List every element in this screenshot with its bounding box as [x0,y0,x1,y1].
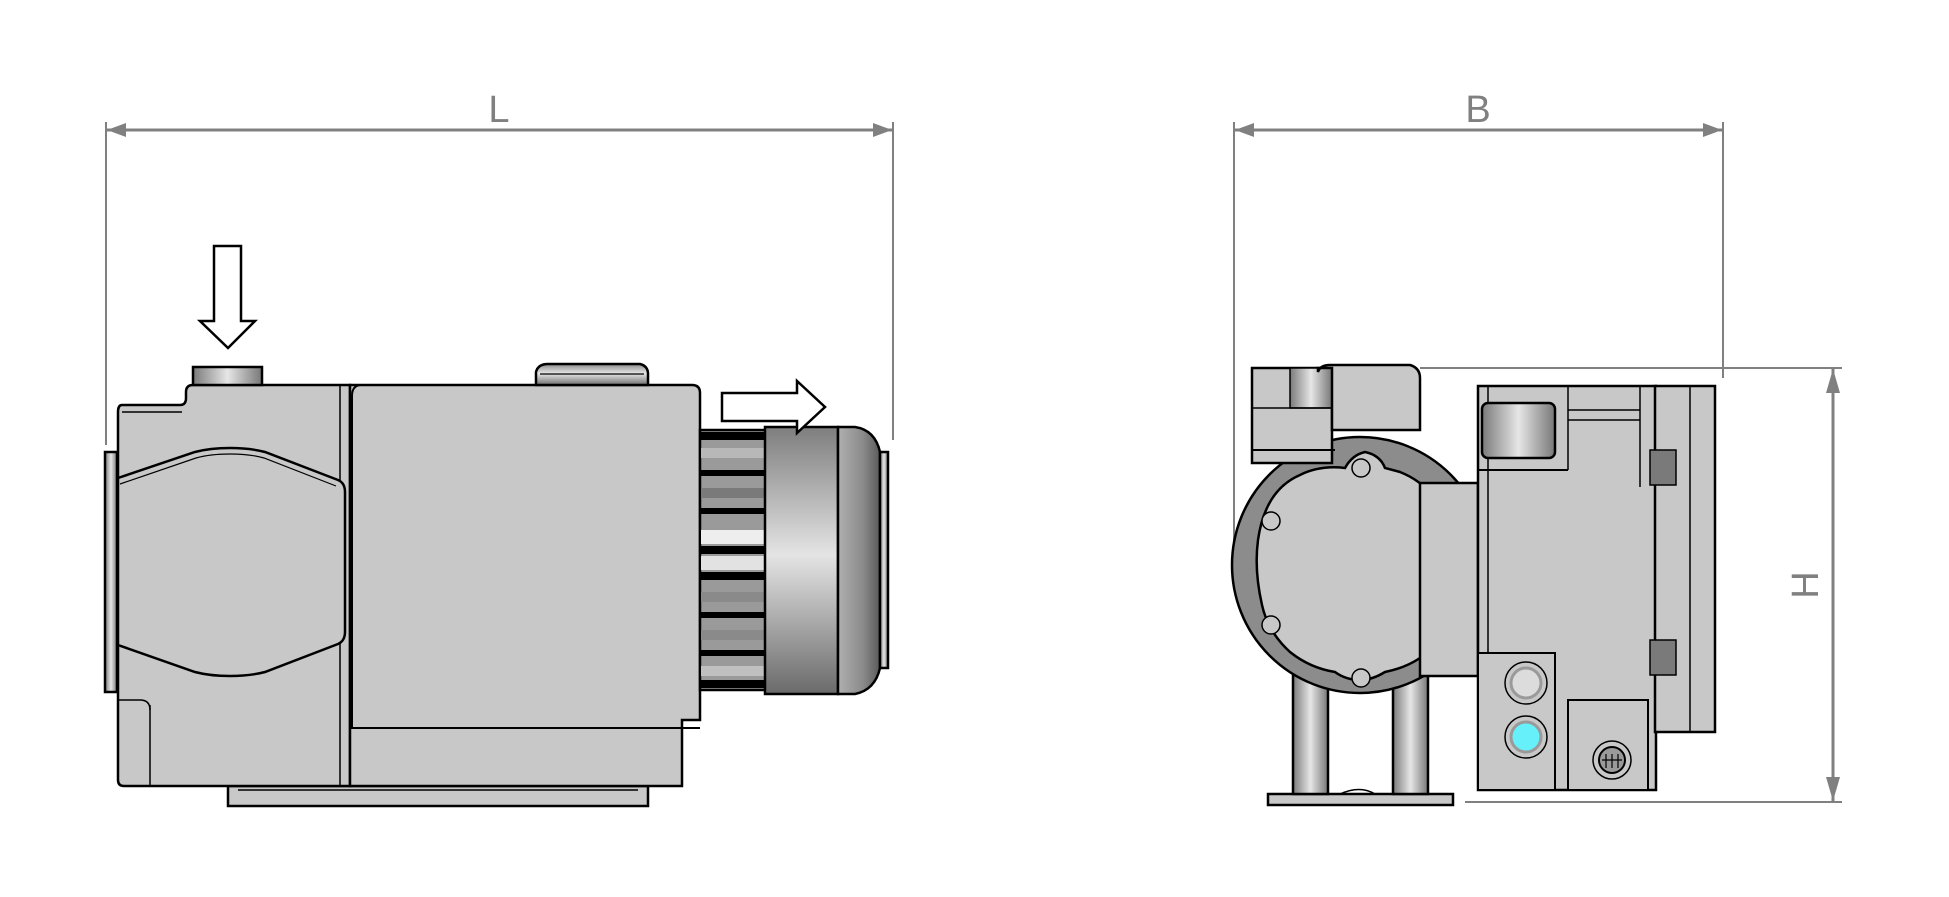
dimension-label-b: B [1465,89,1490,131]
sight-glass-oil-level [1509,720,1543,754]
terminal-box [1316,363,1422,432]
pump-end-plate [1653,384,1717,734]
leg-left [1291,673,1330,796]
arrowhead-down-icon [1826,777,1840,801]
dimension-height: H [1420,367,1842,803]
outlet-flow-arrow-icon [720,378,827,436]
sight-glass-upper [1509,666,1543,700]
leg-right [1391,673,1430,796]
coupling-housing [1418,481,1480,678]
bolt-hole [1351,668,1371,688]
arrowhead-right-icon [1703,123,1722,137]
oil-fill-cap [1480,401,1557,460]
fan-cover-end-cap [878,450,890,670]
arrowhead-left-icon [107,123,126,137]
dimension-label-l: L [488,89,509,131]
base-plate [226,784,650,808]
dimension-label-h: H [1785,571,1827,598]
dimension-width: B [1233,89,1724,570]
bolt-hole [1261,615,1281,635]
inlet-port-cap [191,365,264,387]
end-view [1230,363,1717,807]
arrowhead-up-icon [1826,369,1840,393]
arrowhead-left-icon [1235,123,1254,137]
fan-cover-band [763,425,840,696]
arrowhead-right-icon [873,123,892,137]
bolt-hole [1261,511,1281,531]
dimension-length: L [105,89,894,445]
inlet-flow-arrow-icon [196,244,259,350]
bolt-hole [1351,458,1371,478]
side-view [103,362,890,808]
flange [103,450,119,694]
fan-cover-dome [836,425,882,696]
motor-body [348,383,702,788]
cooling-fins [698,428,768,692]
pump-cover-plate [116,446,347,678]
foot-plate [1266,792,1455,807]
